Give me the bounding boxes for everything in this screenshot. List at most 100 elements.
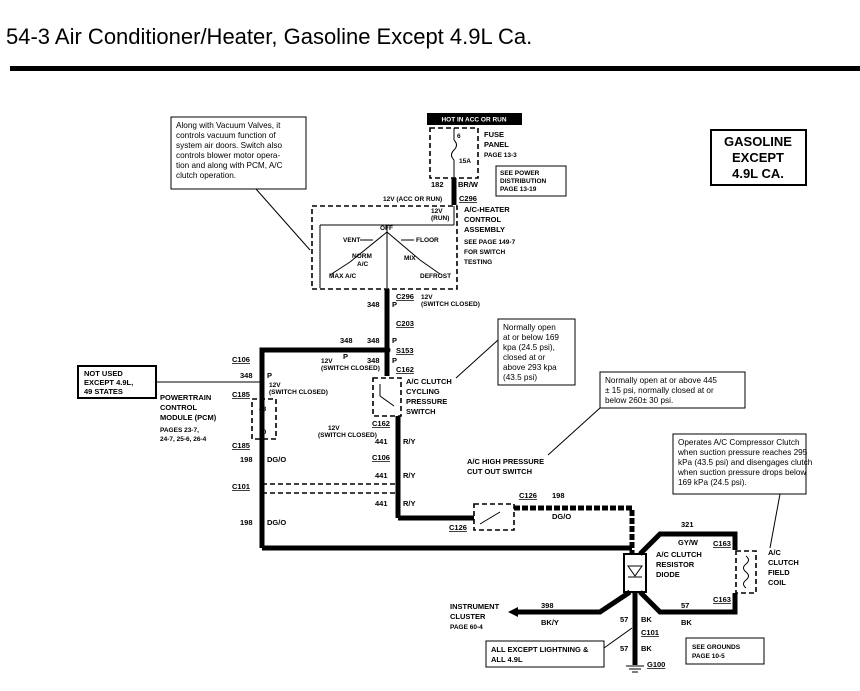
svg-text:P: P (343, 352, 348, 361)
svg-text:R/Y: R/Y (403, 471, 416, 480)
control-assembly: OFF VENT FLOOR NORM A/C MIX MAX A/C DEFR… (311, 205, 458, 290)
svg-text:10: 10 (259, 429, 267, 436)
svg-text:(SWITCH CLOSED): (SWITCH CLOSED) (318, 432, 377, 439)
svg-text:12V: 12V (421, 294, 433, 301)
svg-text:C126: C126 (449, 523, 467, 532)
svg-text:(RUN): (RUN) (431, 215, 449, 222)
svg-text:controls blower motor opera-: controls blower motor opera- (176, 151, 280, 160)
svg-text:198: 198 (552, 491, 565, 500)
svg-text:BR/W: BR/W (458, 180, 479, 189)
svg-text:57: 57 (681, 601, 689, 610)
svg-text:CLUSTER: CLUSTER (450, 612, 486, 621)
svg-text:SEE GROUNDS: SEE GROUNDS (692, 644, 741, 651)
svg-text:RESISTOR: RESISTOR (656, 560, 695, 569)
note-lightning: ALL EXCEPT LIGHTNING & ALL 4.9L (485, 627, 633, 668)
svg-text:12V (ACC OR RUN): 12V (ACC OR RUN) (383, 196, 442, 203)
svg-text:PRESSURE: PRESSURE (406, 397, 447, 406)
svg-text:CONTROL: CONTROL (464, 215, 501, 224)
svg-text:± 15 psi, normally closed at o: ± 15 psi, normally closed at or (605, 386, 714, 395)
note-not-used: NOT USED EXCEPT 4.9L, 49 STATES (77, 365, 262, 399)
svg-text:(43.5 psi): (43.5 psi) (503, 373, 537, 382)
svg-text:348: 348 (240, 371, 253, 380)
svg-text:C101: C101 (232, 482, 250, 491)
svg-text:12V: 12V (269, 382, 281, 389)
svg-text:kpa (24.5 psi),: kpa (24.5 psi), (503, 343, 555, 352)
svg-text:441: 441 (375, 437, 388, 446)
svg-text:A/C CLUTCH: A/C CLUTCH (656, 550, 702, 559)
svg-text:398: 398 (541, 601, 554, 610)
svg-text:12V: 12V (321, 358, 333, 365)
note-cycling: Normally open at or below 169 kpa (24.5 … (455, 318, 576, 386)
svg-text:COIL: COIL (768, 578, 786, 587)
svg-text:MODULE (PCM): MODULE (PCM) (160, 413, 217, 422)
svg-text:P: P (392, 336, 397, 345)
svg-text:FUSE: FUSE (484, 130, 504, 139)
svg-text:12V: 12V (431, 208, 443, 215)
svg-text:(SWITCH CLOSED): (SWITCH CLOSED) (321, 365, 380, 372)
svg-text:EXCEPT 4.9L,: EXCEPT 4.9L, (84, 378, 133, 387)
svg-text:6: 6 (457, 133, 461, 140)
svg-text:C106: C106 (232, 355, 250, 364)
svg-text:FIELD: FIELD (768, 568, 790, 577)
svg-text:321: 321 (681, 520, 694, 529)
svg-text:C163: C163 (713, 595, 731, 604)
svg-text:4.9L CA.: 4.9L CA. (732, 166, 784, 181)
svg-text:P: P (392, 356, 397, 365)
gasoline-badge: GASOLINE EXCEPT 4.9L CA. (710, 129, 807, 186)
svg-text:EXCEPT: EXCEPT (732, 150, 784, 165)
svg-text:Operates A/C Compressor Clutch: Operates A/C Compressor Clutch (678, 438, 800, 447)
svg-text:441: 441 (375, 499, 388, 508)
svg-text:C106: C106 (372, 453, 390, 462)
svg-text:R/Y: R/Y (403, 437, 416, 446)
svg-text:DEFROST: DEFROST (420, 273, 451, 280)
svg-text:R/Y: R/Y (403, 499, 416, 508)
svg-text:G100: G100 (647, 660, 665, 669)
svg-text:ALL 4.9L: ALL 4.9L (491, 655, 523, 664)
svg-text:MAX A/C: MAX A/C (329, 273, 357, 280)
note-grounds: SEE GROUNDS PAGE 10-5 (685, 637, 765, 665)
svg-text:above 293 kpa: above 293 kpa (503, 363, 557, 372)
svg-text:348: 348 (367, 336, 380, 345)
cycling-switch: A/C CLUTCH CYCLING PRESSURE SWITCH (372, 377, 452, 417)
svg-text:Normally open: Normally open (503, 323, 556, 332)
svg-text:PAGE 13-3: PAGE 13-3 (484, 152, 517, 159)
svg-text:CLUTCH: CLUTCH (768, 558, 799, 567)
svg-text:C203: C203 (396, 319, 414, 328)
svg-text:57: 57 (620, 644, 628, 653)
svg-text:348: 348 (367, 300, 380, 309)
svg-text:PAGE 10-5: PAGE 10-5 (692, 653, 725, 660)
svg-text:A/C HIGH PRESSURE: A/C HIGH PRESSURE (467, 457, 544, 466)
svg-text:MIX: MIX (404, 255, 416, 262)
svg-text:(SWITCH CLOSED): (SWITCH CLOSED) (421, 301, 480, 308)
note-vacuum: Along with Vacuum Valves, it controls va… (170, 116, 311, 251)
svg-text:Normally open at or above 445: Normally open at or above 445 (605, 376, 717, 385)
svg-text:when suction pressure reaches: when suction pressure reaches 295 (677, 448, 808, 457)
svg-text:Along with Vacuum Valves, it: Along with Vacuum Valves, it (176, 121, 281, 130)
svg-text:C185: C185 (232, 441, 250, 450)
hot-in-label: HOT IN ACC OR RUN (427, 113, 522, 125)
svg-text:DG/O: DG/O (267, 518, 286, 527)
svg-text:198: 198 (240, 518, 253, 527)
svg-text:DG/O: DG/O (552, 512, 571, 521)
svg-text:C101: C101 (641, 628, 659, 637)
svg-text:C185: C185 (232, 390, 250, 399)
svg-text:S153: S153 (396, 346, 414, 355)
svg-text:C163: C163 (713, 539, 731, 548)
hp-switch: A/C HIGH PRESSURE CUT OUT SWITCH (467, 457, 544, 531)
svg-text:below 260± 30 psi.: below 260± 30 psi. (605, 396, 673, 405)
svg-text:GY/W: GY/W (678, 538, 699, 547)
svg-text:P: P (392, 300, 397, 309)
svg-text:A/C CLUTCH: A/C CLUTCH (406, 377, 452, 386)
svg-text:kPa (43.5 psi) and disengages: kPa (43.5 psi) and disengages clutch (678, 458, 813, 467)
svg-text:C296: C296 (396, 292, 414, 301)
svg-text:DG/O: DG/O (267, 455, 286, 464)
svg-text:169 kPa (24.5 psi).: 169 kPa (24.5 psi). (678, 478, 747, 487)
note-compressor: Operates A/C Compressor Clutch when suct… (672, 433, 813, 549)
svg-text:PAGE 60-4: PAGE 60-4 (450, 624, 483, 631)
svg-text:182: 182 (431, 180, 444, 189)
svg-text:C126: C126 (519, 491, 537, 500)
svg-text:348: 348 (340, 336, 353, 345)
instrument-cluster-label: INSTRUMENT CLUSTER PAGE 60-4 (450, 602, 500, 631)
svg-text:FLOOR: FLOOR (416, 237, 439, 244)
